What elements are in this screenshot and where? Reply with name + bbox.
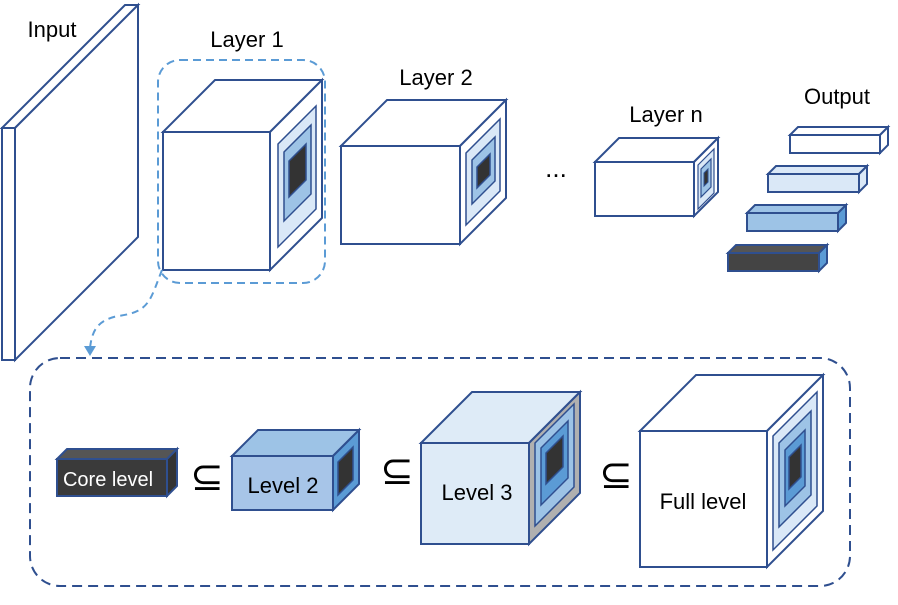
layer1-highlight-box (157, 59, 326, 284)
full-level-label: Full level (660, 489, 747, 514)
subset-symbol-3: ⊆ (599, 453, 633, 497)
arrowhead-icon (84, 346, 96, 356)
layer1-cube (160, 77, 325, 273)
levels-group-box (29, 357, 851, 587)
output-label: Output (804, 84, 870, 109)
output-bar-level3 (765, 163, 870, 195)
output-bar-core (725, 242, 830, 274)
input-label: Input (28, 17, 77, 42)
layer2-cube (338, 97, 509, 247)
output-bar-full (787, 124, 891, 156)
level3-block (418, 389, 583, 547)
level2-label: Level 2 (248, 473, 319, 498)
level2-block (229, 427, 362, 513)
layer1-label: Layer 1 (210, 27, 283, 52)
ellipsis-label: ... (545, 153, 567, 183)
layer2-label: Layer 2 (399, 65, 472, 90)
core-level-block (54, 446, 180, 499)
subset-symbol-1: ⊆ (190, 455, 224, 499)
level3-label: Level 3 (442, 480, 513, 505)
zoom-connector-arrow (89, 269, 163, 349)
input-plane (0, 2, 141, 363)
layern-label: Layer n (629, 102, 702, 127)
output-bar-level2 (744, 202, 849, 234)
full-level-block (637, 372, 826, 570)
layern-cube (592, 135, 721, 219)
core-level-label: Core level (63, 469, 153, 491)
subset-symbol-2: ⊆ (380, 449, 414, 493)
